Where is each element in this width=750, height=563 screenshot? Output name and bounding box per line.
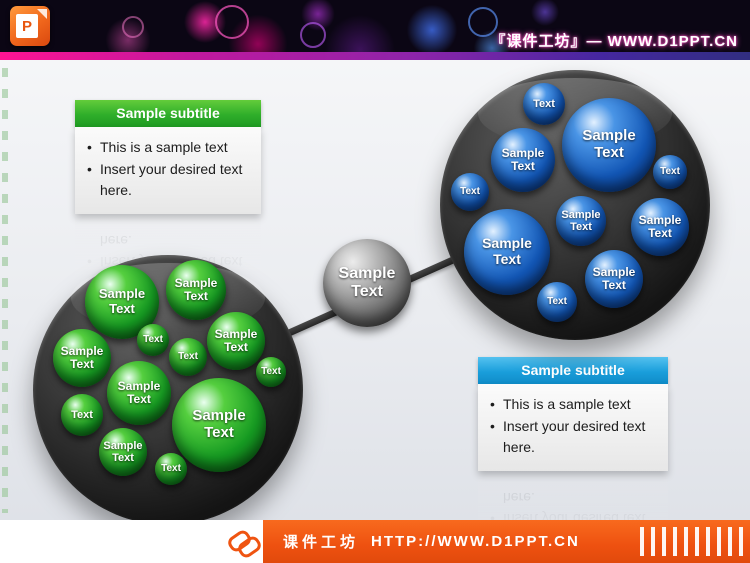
callout-green-list: This is a sample text Insert your desire…	[87, 137, 249, 202]
sphere-label: Sample Text	[582, 127, 636, 161]
sphere-label: Text	[71, 408, 93, 421]
ppt-icon-page: P	[16, 14, 38, 38]
link-icon	[228, 528, 262, 556]
green-sphere: Text	[155, 453, 187, 485]
blue-sphere: Text	[537, 282, 577, 322]
barcode-stripes-decoration	[640, 527, 745, 556]
ppt-icon-fold	[37, 9, 47, 19]
green-sphere: Sample Text	[172, 378, 266, 472]
ppt-file-icon: P	[10, 6, 50, 46]
blue-sphere: Sample Text	[631, 198, 689, 256]
sphere-label: Sample Text	[592, 264, 636, 292]
sphere-label: Sample Text	[638, 212, 682, 240]
blue-sphere: Sample Text	[562, 98, 656, 192]
footer-orange-band: 课件工坊 HTTP://WWW.D1PPT.CN	[263, 520, 750, 563]
sphere-label: Sample Text	[98, 286, 146, 316]
sphere-label: Sample Text	[174, 275, 218, 303]
footer-brand-text: 课件工坊	[283, 534, 360, 551]
footer-url[interactable]: HTTP://WWW.D1PPT.CN	[371, 533, 580, 550]
callout-green: Sample subtitle This is a sample text In…	[75, 100, 261, 215]
center-node-sphere: Sample Text	[323, 239, 411, 327]
sphere-label: Text	[547, 296, 567, 308]
blue-sphere: Sample Text	[585, 250, 643, 308]
left-edge-decoration	[2, 68, 8, 513]
blue-sphere: Text	[653, 155, 687, 189]
callout-blue-title: Sample subtitle	[478, 357, 668, 384]
green-sphere: Text	[169, 338, 207, 376]
center-node-label: Sample Text	[338, 264, 396, 300]
green-sphere: Sample Text	[166, 260, 226, 320]
callout-green-title: Sample subtitle	[75, 100, 261, 127]
bokeh-ring	[215, 5, 249, 39]
bullet-item: This is a sample text	[87, 137, 249, 159]
sphere-label: Text	[178, 351, 198, 363]
sphere-label: Text	[533, 97, 555, 110]
sphere-label: Sample Text	[192, 407, 246, 441]
bokeh-ring	[468, 7, 498, 37]
sphere-label: Text	[460, 186, 480, 198]
callout-green-body: This is a sample text Insert your desire…	[75, 127, 261, 215]
sphere-label: Sample Text	[117, 378, 161, 406]
bokeh-ring	[122, 16, 144, 38]
top-banner: P 『课件工坊』— WWW.D1PPT.CN	[0, 0, 750, 52]
sphere-label: Text	[143, 334, 163, 346]
blue-sphere: Sample Text	[491, 128, 555, 192]
bullet-item: This is a sample text	[490, 394, 656, 416]
blue-sphere: Sample Text	[464, 209, 550, 295]
callout-blue-list: This is a sample text Insert your desire…	[490, 394, 656, 459]
bottom-bar: 课件工坊 HTTP://WWW.D1PPT.CN	[0, 520, 750, 563]
blue-sphere: Sample Text	[556, 196, 606, 246]
green-sphere: Text	[137, 324, 169, 356]
sphere-label: Sample Text	[103, 439, 143, 464]
sphere-label: Text	[660, 166, 680, 178]
bullet-item: Insert your desired text here.	[490, 416, 656, 459]
green-sphere: Sample Text	[53, 329, 111, 387]
header-brand-text: 『课件工坊』— WWW.D1PPT.CN	[490, 33, 738, 50]
green-sphere: Text	[61, 394, 103, 436]
sphere-label: Sample Text	[501, 145, 545, 173]
blue-sphere: Text	[523, 83, 565, 125]
green-sphere: Sample Text	[207, 312, 265, 370]
green-sphere: Sample Text	[107, 361, 171, 425]
sphere-label: Sample Text	[561, 208, 601, 233]
green-sphere: Sample Text	[99, 428, 147, 476]
callout-blue-body: This is a sample text Insert your desire…	[478, 384, 668, 472]
sphere-label: Sample Text	[214, 326, 258, 354]
green-sphere: Text	[256, 357, 286, 387]
bullet-item: Insert your desired text here.	[87, 159, 249, 202]
sphere-label: Text	[161, 463, 181, 475]
callout-blue: Sample subtitle This is a sample text In…	[478, 357, 668, 472]
blue-sphere: Text	[451, 173, 489, 211]
sphere-label: Sample Text	[482, 235, 532, 267]
header-gradient-strip	[0, 52, 750, 60]
sphere-label: Text	[261, 366, 281, 378]
sphere-label: Sample Text	[60, 343, 104, 371]
slide-body: Sample subtitle This is a sample text In…	[0, 60, 750, 563]
bokeh-ring	[300, 22, 326, 48]
